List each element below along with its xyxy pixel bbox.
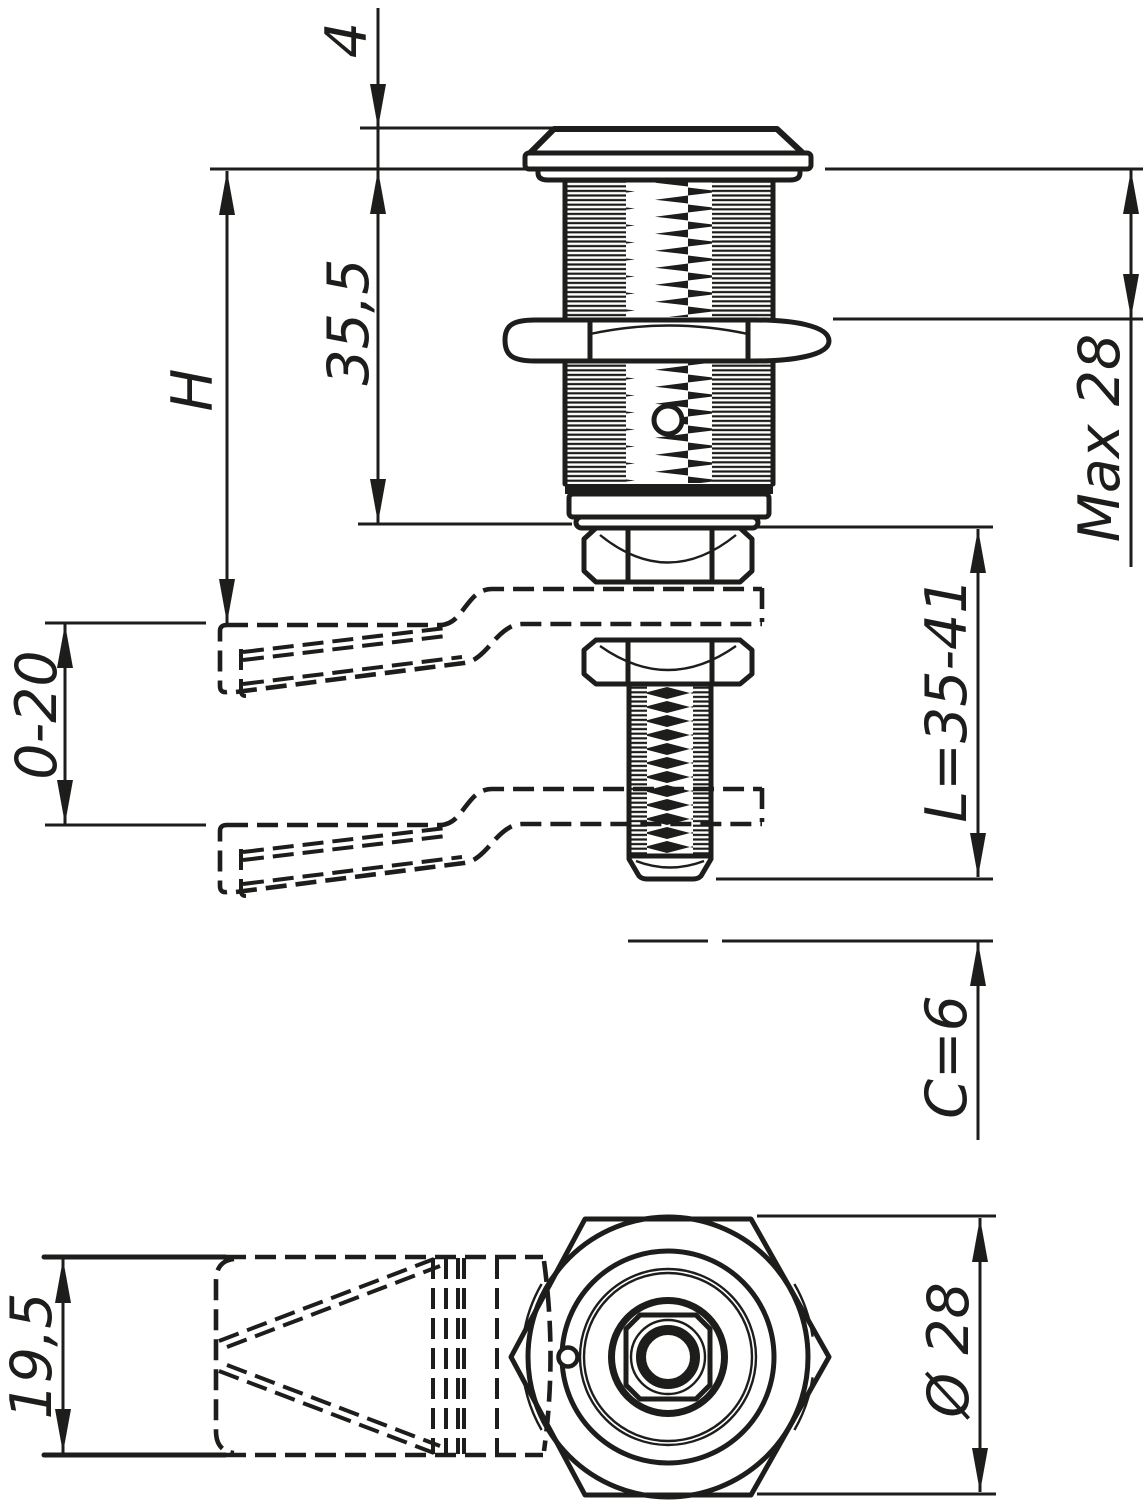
spindle-circle — [608, 1297, 728, 1417]
lever-tip-edge — [217, 822, 228, 895]
cap-lip — [535, 166, 803, 183]
dim-label-lever-width: 19,5 — [0, 1293, 65, 1420]
dimension-annotations: 4 35,5 H Max 28 0-20 L=35-41 C=6 Ø 28 19… — [0, 8, 1143, 1496]
lever-plan-taper — [218, 1369, 435, 1455]
arrowhead — [370, 84, 386, 128]
arrowhead — [370, 170, 386, 214]
lever-taper-line — [242, 834, 447, 862]
center-hole-ring — [636, 1325, 700, 1389]
arrowhead — [970, 529, 986, 573]
rod-tip-arc — [635, 859, 705, 869]
lever-tip-face — [239, 849, 247, 898]
hex-nut-chamfer-arc — [599, 645, 737, 672]
body-circle — [525, 1214, 811, 1500]
hex-nut-lower — [581, 637, 755, 687]
lever-plan-rounded-end — [213, 1256, 235, 1456]
arrowhead — [57, 780, 73, 824]
arrowhead — [1123, 274, 1139, 318]
lever-taper-line — [242, 826, 447, 854]
arrowhead — [970, 833, 986, 877]
dim-label-head-height: 4 — [314, 22, 380, 58]
hex-nut-front-outline — [508, 1216, 832, 1498]
thread-texture-right-upper — [712, 181, 771, 317]
rod-thread-middle — [647, 685, 693, 855]
flange-nut-chamfer-arc — [589, 324, 749, 336]
hex-nut-upper — [581, 525, 755, 585]
cam-lever-upper-position — [217, 586, 765, 698]
rod-thread-right — [693, 685, 710, 855]
hex-chamfer-arc — [793, 1377, 814, 1431]
dim-label-lever-adjustment: 0-20 — [4, 650, 70, 779]
arrowhead — [970, 942, 986, 986]
arrowhead — [55, 1409, 71, 1453]
lever-plan-taper — [226, 1363, 441, 1448]
arrowhead — [55, 1259, 71, 1303]
lever-tip-edge — [217, 622, 228, 695]
arrowhead — [57, 624, 73, 668]
spring-texture-upper — [626, 181, 712, 317]
arrowhead — [972, 1448, 988, 1492]
rod-thread-left — [630, 685, 647, 855]
recess-circle-outer — [578, 1267, 758, 1447]
thread-texture-left-upper — [567, 181, 626, 317]
dim-label-max-grip: Max 28 — [1067, 334, 1133, 543]
dim-label-overall-height: H — [160, 369, 226, 412]
side-view — [217, 126, 832, 898]
lever-plan-taper — [226, 1264, 441, 1349]
boss-inner-circle — [629, 1318, 707, 1396]
dim-label-compression: C=6 — [914, 995, 980, 1119]
hex-chamfer-arc — [793, 1283, 814, 1337]
hex-nut-chamfer-arc — [599, 534, 737, 564]
pin-hole — [556, 1345, 580, 1369]
barrel-bottom-band — [565, 484, 773, 494]
arrowhead — [1123, 170, 1139, 214]
recess-circle-inner — [582, 1271, 754, 1443]
thread-texture-right-lower — [712, 363, 771, 483]
hex-chamfer-arc — [522, 1377, 543, 1431]
arrowhead — [219, 579, 235, 623]
cap-top-outline — [524, 126, 809, 159]
lever-tip-face — [239, 649, 247, 698]
lever-plan-view — [41, 1254, 553, 1458]
hex-chamfer-arc — [522, 1283, 543, 1337]
barrel-hole — [651, 403, 685, 437]
cam-lever-lower-position — [217, 786, 765, 898]
lever-taper-line — [242, 634, 447, 662]
washer — [566, 491, 772, 520]
lever-top-edge — [227, 786, 762, 828]
lever-taper-line — [242, 626, 447, 654]
lever-taper-line — [242, 855, 463, 886]
thread-texture-left-lower — [567, 363, 626, 483]
lever-taper-line — [242, 655, 463, 686]
dim-label-screw-length: L=35-41 — [914, 577, 980, 822]
arrowhead — [219, 171, 235, 215]
arrowhead — [972, 1218, 988, 1262]
arrowhead — [370, 479, 386, 523]
dim-label-body-length: 35,5 — [316, 259, 382, 386]
dim-label-body-diameter: Ø 28 — [916, 1282, 982, 1420]
lever-top-edge — [227, 586, 762, 628]
lever-plan-taper — [218, 1257, 435, 1343]
front-view — [508, 1214, 832, 1500]
